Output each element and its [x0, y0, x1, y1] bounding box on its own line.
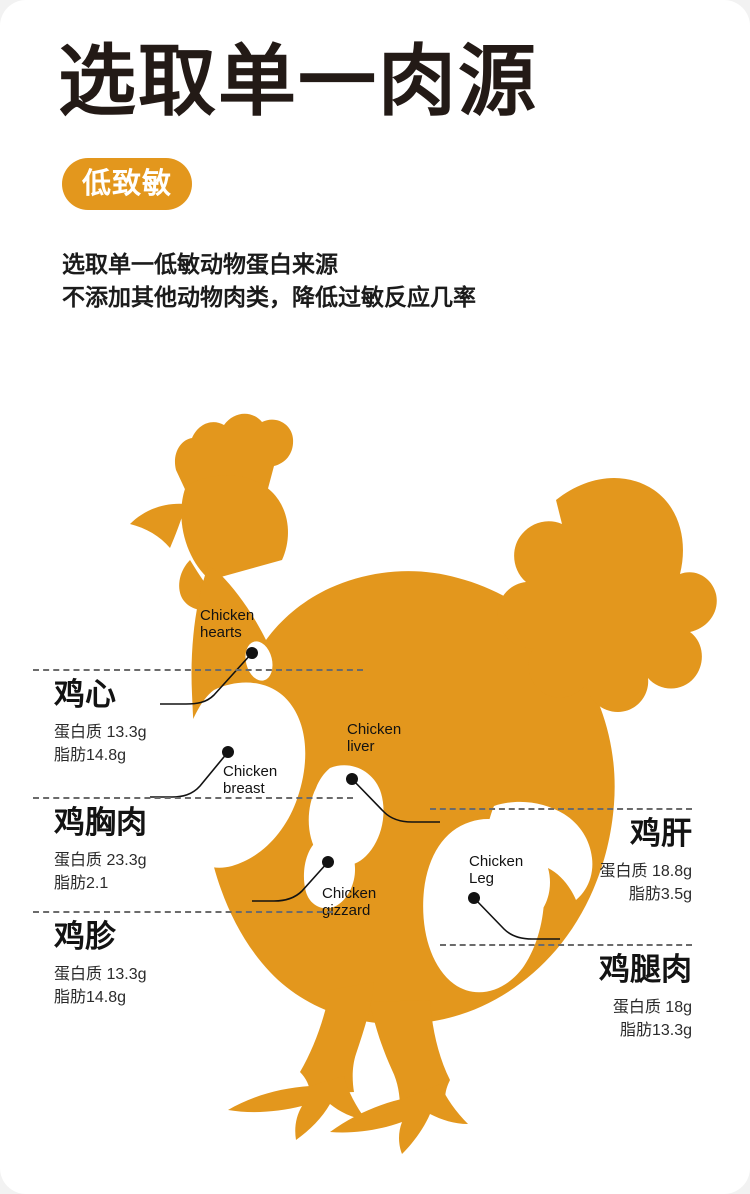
cut-label-liver: 鸡肝 蛋白质 18.8g 脂肪3.5g: [600, 816, 693, 906]
cut-label-breast-name: 鸡胸肉: [54, 805, 147, 840]
cut-label-gizzard-fat: 脂肪14.8g: [54, 989, 127, 1007]
cut-label-heart-stats: 蛋白质 13.3g 脂肪14.8g: [54, 721, 147, 767]
callout-chicken-breast-line1: Chicken: [223, 763, 278, 780]
subtitle-block: 选取单一低敏动物蛋白来源 不添加其他动物肉类，降低过敏反应几率: [62, 248, 476, 315]
callout-chicken-gizzard: Chicken gizzard: [322, 885, 376, 920]
leader-line-liver: [351, 778, 440, 823]
cut-label-breast-protein: 蛋白质 23.3g: [54, 852, 147, 870]
callout-leader-lines: [150, 652, 560, 940]
callout-chicken-gizzard-line2: gizzard: [322, 902, 371, 920]
page-title: 选取单一肉源: [58, 37, 539, 125]
cut-label-thigh-stats: 蛋白质 18g 脂肪13.3g: [599, 996, 692, 1042]
cut-label-liver-fat: 脂肪3.5g: [628, 886, 692, 904]
cut-region-tail-notch: [479, 801, 593, 924]
callout-chicken-leg-line1: Chicken: [469, 853, 524, 870]
leader-line-heart: [160, 652, 253, 705]
leader-line-leg: [473, 897, 560, 940]
divider-rule-heart: [33, 669, 363, 671]
callout-chicken-liver-line2: liver: [347, 738, 375, 756]
cut-label-gizzard-name: 鸡胗: [54, 919, 116, 954]
cut-label-gizzard: 鸡胗 蛋白质 13.3g 脂肪14.8g: [54, 919, 147, 1009]
callout-chicken-gizzard-line1: Chicken: [322, 885, 377, 902]
cut-label-liver-protein: 蛋白质 18.8g: [599, 863, 693, 881]
cut-label-liver-stats: 蛋白质 18.8g 脂肪3.5g: [600, 860, 693, 906]
divider-rule-gizzard: [33, 911, 333, 913]
chicken-cut-regions: [173, 641, 593, 993]
cut-label-breast-fat: 脂肪2.1: [54, 875, 109, 893]
chicken-body-shape: [130, 413, 717, 1154]
cut-label-heart-protein: 蛋白质 13.3g: [54, 724, 147, 742]
callout-dots: [222, 647, 480, 904]
cut-label-breast: 鸡胸肉 蛋白质 23.3g 脂肪2.1: [54, 805, 147, 895]
subtitle-line-2: 不添加其他动物肉类，降低过敏反应几率: [62, 284, 476, 311]
leader-line-breast: [150, 751, 229, 798]
cut-label-thigh-protein: 蛋白质 18g: [612, 999, 692, 1017]
cut-label-gizzard-protein: 蛋白质 13.3g: [54, 966, 147, 984]
cut-label-thigh-name: 鸡腿肉: [599, 952, 692, 987]
callout-dot-gizzard: [322, 856, 334, 868]
cut-label-thigh: 鸡腿肉 蛋白质 18g 脂肪13.3g: [599, 952, 692, 1042]
divider-rule-liver: [430, 808, 692, 810]
callout-chicken-leg: Chicken Leg: [469, 853, 523, 888]
callout-chicken-breast-line2: breast: [223, 780, 265, 798]
callout-chicken-hearts-line1: Chicken: [200, 607, 255, 624]
callout-chicken-liver-line1: Chicken: [347, 721, 402, 738]
cut-region-breast: [173, 682, 306, 868]
cut-label-liver-name: 鸡肝: [630, 816, 692, 851]
low-allergen-badge: 低致敏: [62, 158, 193, 210]
cut-label-heart-name: 鸡心: [54, 677, 116, 712]
callout-chicken-breast: Chicken breast: [223, 763, 277, 798]
callout-dot-heart: [246, 647, 258, 659]
cut-label-breast-stats: 蛋白质 23.3g 脂肪2.1: [54, 849, 147, 895]
low-allergen-badge-label: 低致敏: [82, 167, 173, 200]
cut-label-heart-fat: 脂肪14.8g: [54, 747, 127, 765]
divider-rule-thigh: [440, 944, 692, 946]
leader-line-gizzard: [252, 861, 329, 902]
cut-label-heart: 鸡心 蛋白质 13.3g 脂肪14.8g: [54, 677, 147, 767]
cut-region-gizzard: [303, 838, 356, 909]
subtitle-line-1: 选取单一低敏动物蛋白来源: [62, 251, 338, 277]
divider-rule-breast: [33, 797, 353, 799]
callout-dot-leg: [468, 892, 480, 904]
cut-label-thigh-fat: 脂肪13.3g: [619, 1022, 692, 1040]
callout-chicken-hearts: Chicken hearts: [200, 607, 254, 642]
cut-label-gizzard-stats: 蛋白质 13.3g 脂肪14.8g: [54, 963, 147, 1009]
callout-dot-liver: [346, 773, 358, 785]
callout-chicken-hearts-line2: hearts: [200, 624, 242, 642]
callout-chicken-leg-line2: Leg: [469, 870, 495, 888]
callout-dot-breast: [222, 746, 234, 758]
callout-chicken-liver: Chicken liver: [347, 721, 401, 756]
